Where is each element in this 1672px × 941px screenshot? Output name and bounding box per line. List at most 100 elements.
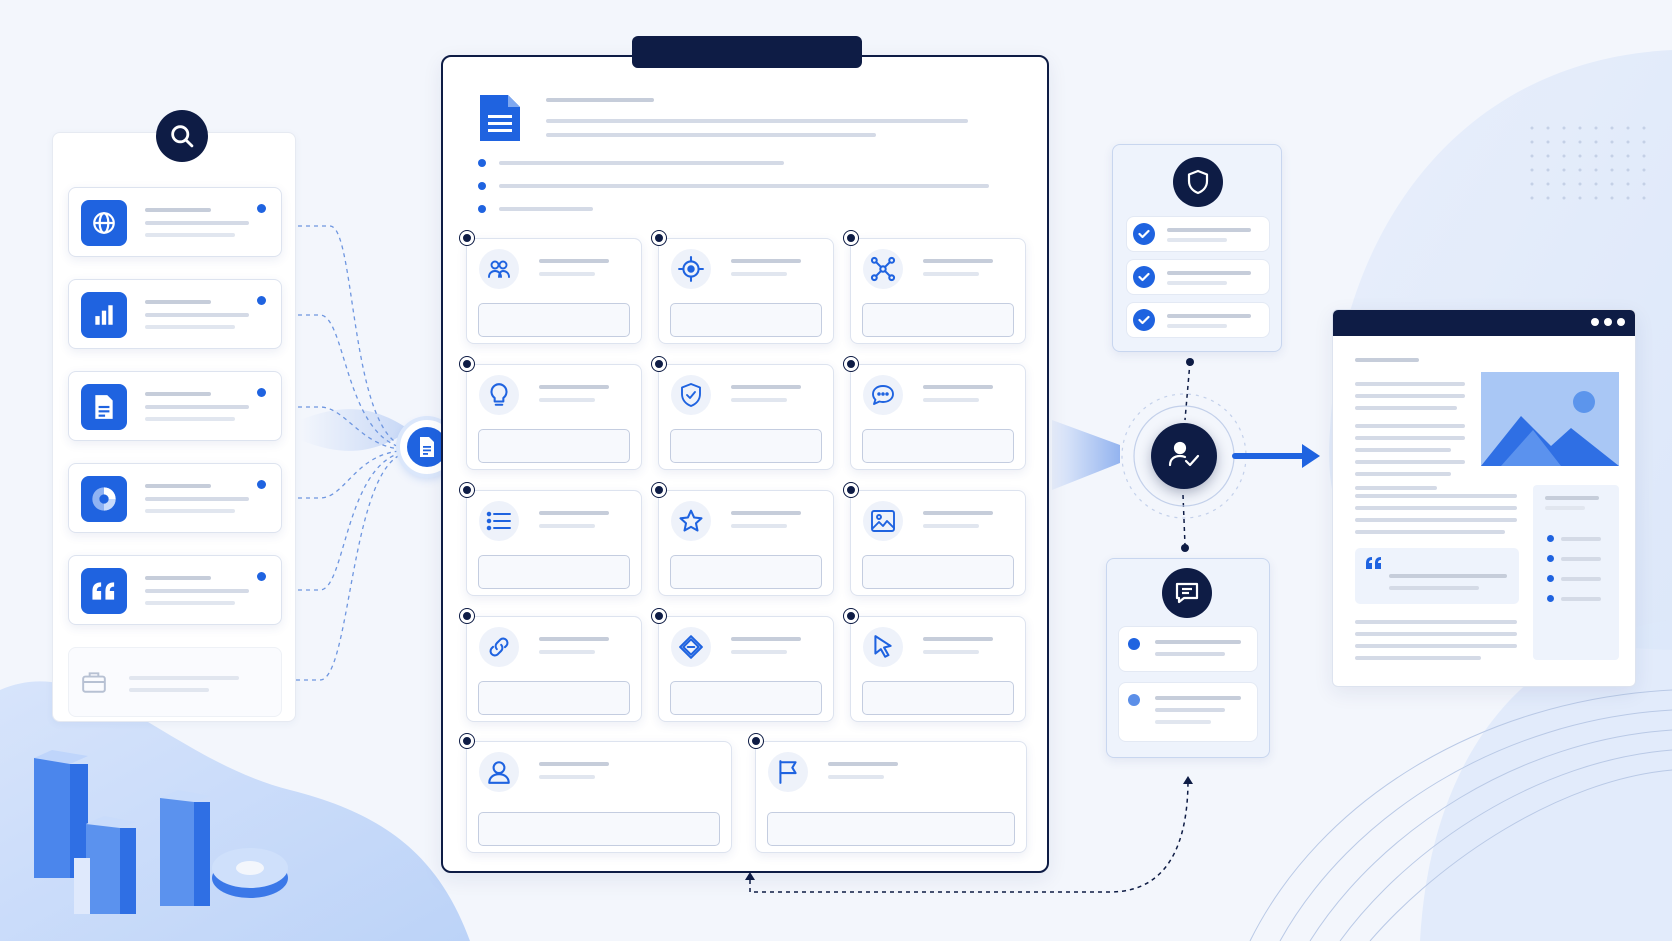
check-item — [1126, 216, 1270, 252]
doc-title-line — [546, 98, 654, 102]
content-section[interactable] — [755, 741, 1027, 853]
section-input-field[interactable] — [478, 429, 630, 463]
content-section[interactable] — [466, 490, 642, 596]
section-title-line — [731, 637, 801, 641]
content-section[interactable] — [466, 364, 642, 470]
placeholder-line — [145, 221, 249, 225]
bullet-line — [499, 184, 989, 188]
connector-pin — [844, 483, 858, 497]
content-section[interactable] — [850, 238, 1026, 344]
check-line — [1167, 324, 1227, 328]
output-text-line — [1355, 620, 1517, 624]
output-bullet — [1547, 555, 1554, 562]
output-text-line — [1355, 460, 1465, 464]
output-bullet — [1547, 535, 1554, 542]
section-input-field[interactable] — [862, 555, 1014, 589]
section-input-field[interactable] — [670, 555, 822, 589]
output-text-line — [1355, 358, 1419, 362]
source-item[interactable] — [68, 371, 282, 441]
content-section[interactable] — [658, 616, 834, 722]
section-input-field[interactable] — [862, 303, 1014, 337]
placeholder-line — [145, 589, 249, 593]
output-text-line — [1355, 472, 1451, 476]
output-text-line — [1355, 394, 1465, 398]
output-text-line — [1355, 518, 1517, 522]
source-item[interactable] — [68, 555, 282, 625]
globe-icon — [81, 200, 127, 246]
section-input-field[interactable] — [478, 681, 630, 715]
section-input-field[interactable] — [767, 812, 1015, 846]
connector-pin — [652, 231, 666, 245]
output-text-line — [1561, 557, 1601, 561]
output-text-line — [1545, 506, 1585, 510]
content-section[interactable] — [658, 238, 834, 344]
content-section[interactable] — [466, 616, 642, 722]
section-subtitle-line — [923, 524, 979, 528]
status-dot — [257, 388, 266, 397]
section-input-field[interactable] — [670, 303, 822, 337]
content-section[interactable] — [466, 238, 642, 344]
content-section[interactable] — [658, 364, 834, 470]
cursor-icon — [863, 627, 903, 667]
more-dots-icon[interactable] — [1591, 318, 1625, 326]
feedback-line — [1155, 708, 1225, 712]
section-title-line — [923, 385, 993, 389]
section-subtitle-line — [539, 272, 595, 276]
output-text-line — [1355, 382, 1465, 386]
content-section[interactable] — [658, 490, 834, 596]
status-dot — [257, 480, 266, 489]
section-subtitle-line — [539, 650, 595, 654]
document-icon — [81, 384, 127, 430]
check-icon — [1133, 266, 1155, 288]
bullet-dot — [478, 205, 486, 213]
section-input-field[interactable] — [670, 681, 822, 715]
section-subtitle-line — [731, 650, 787, 654]
placeholder-line — [145, 208, 211, 212]
section-title-line — [539, 511, 609, 515]
briefcase-icon — [81, 670, 107, 699]
content-section[interactable] — [466, 741, 732, 853]
user-icon — [479, 752, 519, 792]
output-window — [1332, 309, 1636, 687]
placeholder-line — [145, 509, 235, 513]
connector-pin — [460, 483, 474, 497]
output-text-line — [1561, 597, 1601, 601]
section-input-field[interactable] — [862, 681, 1014, 715]
bullet-dot — [478, 159, 486, 167]
connector-pin — [460, 609, 474, 623]
target-icon — [671, 249, 711, 289]
bullet-line — [499, 161, 784, 165]
feedback-line — [1155, 652, 1225, 656]
source-item[interactable] — [68, 647, 282, 717]
section-subtitle-line — [539, 524, 595, 528]
source-item[interactable] — [68, 279, 282, 349]
shield-icon — [1173, 157, 1223, 207]
placeholder-line — [145, 325, 235, 329]
content-section[interactable] — [850, 364, 1026, 470]
mountain-image-icon — [1481, 372, 1619, 466]
section-input-field[interactable] — [670, 429, 822, 463]
placeholder-line — [145, 405, 249, 409]
placeholder-line — [145, 392, 211, 396]
section-input-field[interactable] — [478, 812, 720, 846]
source-item[interactable] — [68, 187, 282, 257]
connector-pin — [749, 734, 763, 748]
section-input-field[interactable] — [862, 429, 1014, 463]
section-input-field[interactable] — [478, 303, 630, 337]
output-text-line — [1389, 586, 1479, 590]
section-input-field[interactable] — [478, 555, 630, 589]
check-item — [1126, 259, 1270, 295]
source-item[interactable] — [68, 463, 282, 533]
search-icon[interactable] — [156, 110, 208, 162]
feedback-line — [1155, 640, 1241, 644]
section-title-line — [828, 762, 898, 766]
status-dot — [257, 572, 266, 581]
reviewer-node[interactable] — [1151, 423, 1217, 489]
doc-text-line — [546, 133, 876, 137]
output-text-line — [1355, 424, 1465, 428]
connector-pin — [652, 609, 666, 623]
content-section[interactable] — [850, 490, 1026, 596]
connector-pin — [460, 231, 474, 245]
content-section[interactable] — [850, 616, 1026, 722]
section-subtitle-line — [923, 650, 979, 654]
